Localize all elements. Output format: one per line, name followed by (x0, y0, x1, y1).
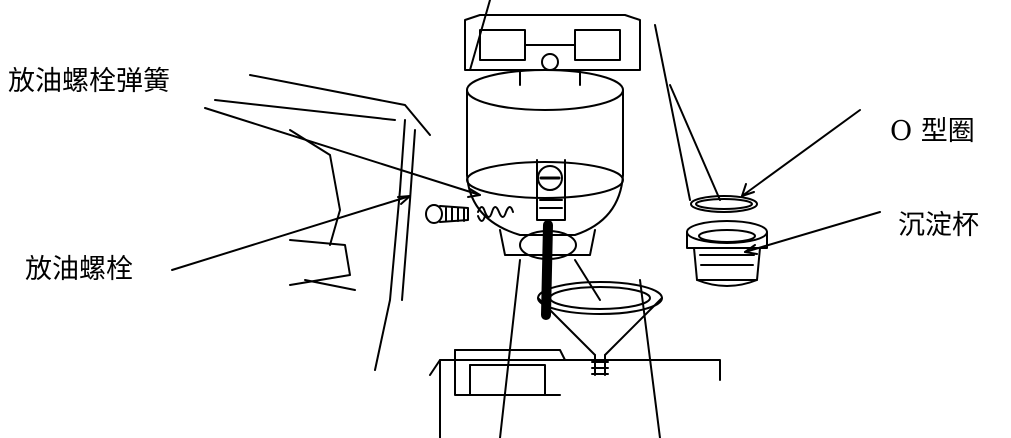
sediment-cup-label: 沉淀杯 (898, 212, 979, 239)
drain-bolt-part (426, 205, 468, 223)
drain-bolt-label: 放油螺栓 (25, 256, 133, 283)
o-ring-part (691, 196, 757, 212)
fuel-valve (537, 160, 565, 220)
collection-container (430, 350, 720, 438)
label-leader-lines (172, 108, 880, 270)
fuel-drain-tube (546, 225, 548, 315)
o-ring-label: O 型圈 (890, 118, 975, 145)
drain-funnel (538, 282, 662, 375)
drain-bolt-spring-label: 放油螺栓弹簧 (8, 68, 170, 95)
